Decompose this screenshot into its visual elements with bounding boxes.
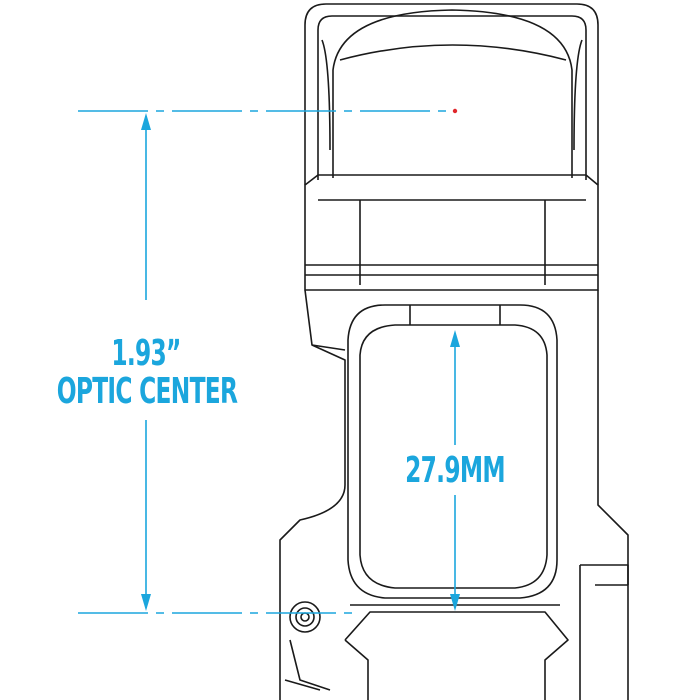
optic-lens (332, 9, 573, 178)
scope-ring-base (344, 611, 569, 700)
arrow-up-icon (450, 330, 460, 347)
optic-height-caption: OPTIC CENTER (56, 371, 238, 412)
optic-housing (304, 3, 599, 185)
mount-window-outer (347, 304, 558, 599)
optic-center-dot (452, 108, 458, 114)
arrow-up-icon (141, 113, 151, 130)
optic-height-value: 1.93” (111, 333, 181, 374)
ring-bore-value: 27.9MM (405, 450, 505, 491)
mount-window-inner (359, 324, 548, 589)
arrow-down-icon (141, 594, 151, 611)
mount-lower-body (279, 289, 629, 700)
arrow-down-icon (450, 594, 460, 611)
ring-bolt-icon (289, 601, 321, 633)
mount-upper-block (304, 174, 599, 291)
